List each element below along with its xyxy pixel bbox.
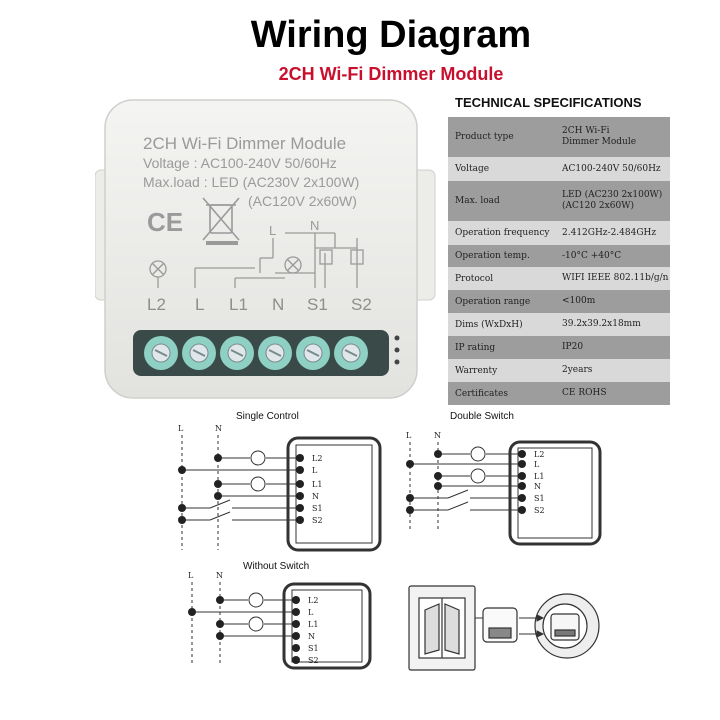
spec-row: Operation temp. -10°C +40°C [448, 245, 670, 267]
spec-key: Voltage [455, 164, 490, 174]
module-label-n: N [310, 218, 319, 233]
module-voltage-text: Voltage : AC100-240V 50/60Hz [143, 155, 337, 171]
single-label-l: L [178, 424, 184, 433]
spec-key: Operation frequency [455, 228, 550, 238]
double-term-s1: S1 [534, 494, 545, 503]
spec-key: Protocol [455, 273, 494, 284]
spec-key: Certificates [455, 388, 508, 399]
weee-bin-icon [202, 197, 240, 245]
installation-illustration [408, 585, 600, 671]
without-switch-title: Without Switch [243, 561, 310, 572]
terminal-label-s1: S1 [307, 295, 328, 314]
spec-key: Max. load [455, 196, 500, 206]
without-term-l1: L1 [308, 620, 318, 629]
spec-value: LED (AC230 2x100W) (AC120 2x60W) [562, 190, 663, 211]
without-term-n: N [308, 632, 315, 641]
spec-row: Dims (WxDxH) 39.2x39.2x18mm [448, 313, 670, 336]
spec-value: WIFI IEEE 802.11b/g/n [562, 273, 669, 283]
double-switch-title: Double Switch [450, 411, 514, 422]
spec-key: Warrenty [455, 365, 498, 376]
spec-key: Operation temp. [455, 251, 530, 261]
spec-key: IP rating [455, 342, 496, 353]
spec-row: Warrenty 2years [448, 359, 670, 382]
spec-value: 39.2x39.2x18mm [562, 319, 641, 329]
ce-mark: CE [147, 207, 183, 237]
double-switch-diagram: L N L2 L L1 N S1 S2 [406, 431, 602, 546]
page-subtitle: 2CH Wi-Fi Dimmer Module [278, 64, 504, 84]
without-term-l2: L2 [308, 596, 318, 605]
module-load-text: Max.load : LED (AC230V 2x100W) [143, 174, 359, 190]
spec-row: Protocol WIFI IEEE 802.11b/g/n [448, 267, 670, 290]
double-term-n: N [534, 482, 541, 491]
spec-value: 2.412GHz-2.484GHz [562, 227, 657, 238]
without-term-s2: S2 [308, 656, 319, 665]
spec-value: 2years [562, 365, 593, 375]
without-term-l: L [308, 608, 314, 617]
spec-row: Operation frequency 2.412GHz-2.484GHz [448, 221, 670, 245]
spec-row: Voltage AC100-240V 50/60Hz [448, 157, 670, 181]
module-name-text: 2CH Wi-Fi Dimmer Module [143, 134, 346, 153]
spec-key: Product type [455, 132, 514, 142]
terminal-block [144, 336, 368, 370]
double-label-n: N [434, 431, 441, 440]
without-label-l: L [188, 571, 194, 580]
terminal-label-n: N [272, 295, 284, 314]
module-schematic [149, 232, 364, 288]
module-label-l: L [269, 223, 276, 238]
terminal-label-l2: L2 [147, 295, 166, 314]
spec-value: CE ROHS [562, 388, 607, 398]
terminal-label-s2: S2 [351, 295, 372, 314]
spec-key: Dims (WxDxH) [455, 319, 523, 330]
double-term-l1: L1 [534, 472, 544, 481]
module-load2-text: (AC120V 2x60W) [248, 193, 357, 209]
double-term-l2: L2 [534, 450, 544, 459]
double-label-l: L [406, 431, 412, 440]
without-switch-diagram: L N L2 L L1 N S1 S2 [188, 571, 372, 670]
single-term-s2: S2 [312, 516, 323, 525]
single-control-title: Single Control [236, 411, 299, 422]
module-illustration: 2CH Wi-Fi Dimmer Module Voltage : AC100-… [95, 99, 436, 399]
spec-row: Operation range <100m [448, 290, 670, 313]
spec-row: Max. load LED (AC230 2x100W) (AC120 2x60W… [448, 181, 670, 221]
spec-value: AC100-240V 50/60Hz [562, 163, 661, 174]
single-term-l: L [312, 466, 318, 475]
terminal-label-l: L [195, 295, 204, 314]
spec-value: 2CH Wi-Fi Dimmer Module [562, 126, 637, 147]
single-term-l2: L2 [312, 454, 322, 463]
without-label-n: N [216, 571, 223, 580]
spec-value: IP20 [562, 342, 584, 352]
spec-row: Product type 2CH Wi-Fi Dimmer Module [448, 117, 670, 157]
spec-key: Operation range [455, 296, 531, 307]
spec-row: Certificates CE ROHS [448, 382, 670, 405]
single-label-n: N [215, 424, 222, 433]
single-term-s1: S1 [312, 504, 323, 513]
specs-heading: TECHNICAL SPECIFICATIONS [455, 95, 642, 110]
spec-value: <100m [562, 296, 596, 306]
spec-value: -10°C +40°C [562, 250, 622, 261]
without-term-s1: S1 [308, 644, 319, 653]
double-term-l: L [534, 460, 540, 469]
single-term-n: N [312, 492, 319, 501]
single-term-l1: L1 [312, 480, 322, 489]
single-control-diagram: L N L2 L L1 N S1 S2 [178, 424, 382, 552]
spec-row: IP rating IP20 [448, 336, 670, 359]
page-title: Wiring Diagram [250, 14, 532, 56]
terminal-label-l1: L1 [229, 295, 248, 314]
double-term-s2: S2 [534, 506, 545, 515]
